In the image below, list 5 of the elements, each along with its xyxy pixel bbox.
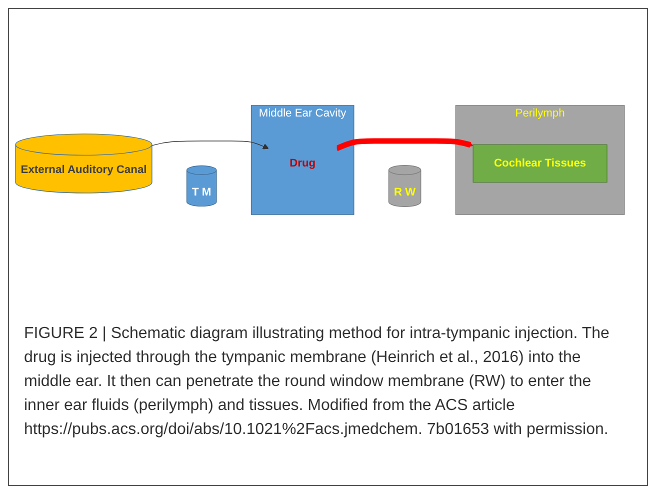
arrow — [152, 140, 269, 150]
node-text: Drug — [290, 157, 316, 170]
arrow — [335, 138, 474, 152]
node-box: Cochlear Tissues — [472, 144, 608, 183]
caption: FIGURE 2 | Schematic diagram illustrating method for intra-tympanic injection. The drug is injected through the tympanic membrane (Heinrich et al., 2016) into the middle ear. It then can penetrate the round window membrane (RW) to enter the inner ear fluids (perilymph) and tissues. Modified from the ACS article https://pubs.acs.org/doi/abs/10.1021%2Facs.jmedchem. 7b01653 with permission. — [24, 324, 610, 440]
